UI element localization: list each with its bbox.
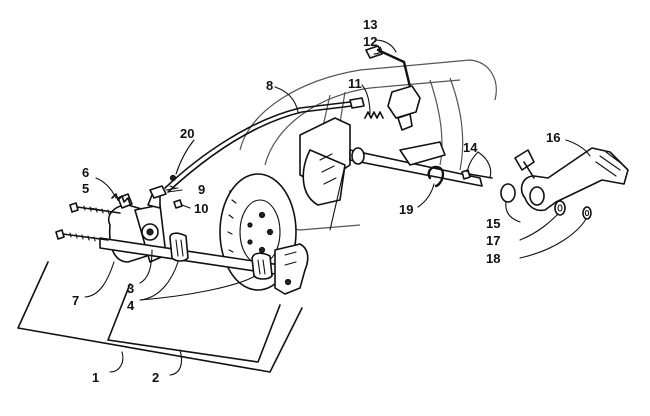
callout-1: 1 bbox=[92, 370, 99, 385]
spring bbox=[111, 193, 131, 205]
callout-5: 5 bbox=[82, 181, 89, 196]
callout-labels: 1 2 3 4 5 6 7 8 9 10 11 12 13 14 15 16 1… bbox=[72, 17, 560, 385]
retaining-clip bbox=[427, 165, 445, 188]
callout-20: 20 bbox=[180, 126, 194, 141]
callout-16: 16 bbox=[546, 130, 560, 145]
bolt-lower bbox=[55, 229, 109, 242]
brake-pad-outer bbox=[251, 252, 273, 280]
callout-3: 3 bbox=[127, 281, 134, 296]
pivot-bolt bbox=[461, 169, 493, 180]
callout-14: 14 bbox=[463, 140, 478, 155]
callout-2: 2 bbox=[152, 370, 159, 385]
assembly-bracket-2 bbox=[107, 283, 281, 363]
caliper-housing bbox=[274, 243, 309, 295]
callout-17: 17 bbox=[486, 233, 500, 248]
callout-6: 6 bbox=[82, 165, 89, 180]
callout-8: 8 bbox=[266, 78, 273, 93]
callout-10: 10 bbox=[194, 201, 208, 216]
washer-17 bbox=[554, 200, 566, 216]
callout-19: 19 bbox=[399, 202, 413, 217]
callout-7: 7 bbox=[72, 293, 79, 308]
callout-9: 9 bbox=[198, 182, 205, 197]
callout-4: 4 bbox=[127, 298, 135, 313]
callout-15: 15 bbox=[486, 216, 500, 231]
brake-pedal bbox=[514, 147, 629, 212]
brake-cable bbox=[164, 97, 365, 193]
callout-12: 12 bbox=[363, 34, 377, 49]
callout-18: 18 bbox=[486, 251, 500, 266]
callout-11: 11 bbox=[348, 76, 362, 91]
washer-18 bbox=[582, 206, 592, 220]
leader-lines bbox=[84, 39, 591, 376]
washer-15 bbox=[500, 183, 516, 203]
small-screw bbox=[173, 199, 183, 209]
linkage-arm bbox=[365, 45, 421, 131]
brake-shaft-assembly bbox=[299, 117, 483, 231]
assembly-bracket-1 bbox=[17, 261, 303, 373]
callout-13: 13 bbox=[363, 17, 377, 32]
brake-pad-inner bbox=[169, 232, 189, 262]
return-spring bbox=[364, 111, 384, 119]
